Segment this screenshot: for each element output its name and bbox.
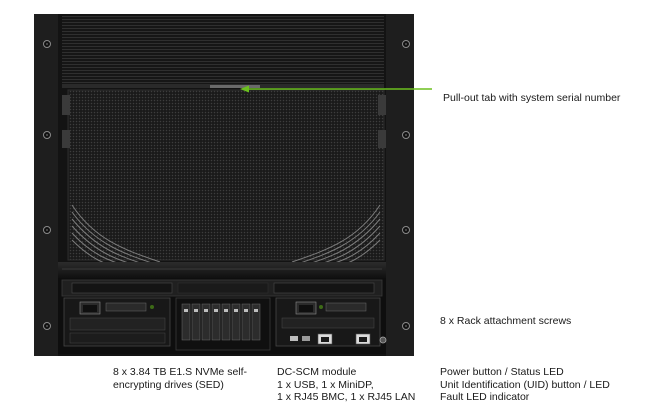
buttons-callout-line-3: Fault LED indicator <box>440 391 530 403</box>
rack-screw-icon <box>43 322 51 330</box>
perforated-front-door <box>68 90 384 260</box>
top-vent <box>62 16 384 84</box>
dcscm-callout: DC-SCM module 1 x USB, 1 x MiniDP, 1 x R… <box>277 366 415 404</box>
buttons-callout-line-1: Power button / Status LED <box>440 366 564 378</box>
drives-callout-line-1: 8 x 3.84 TB E1.S NVMe self- <box>113 366 248 378</box>
rack-screw-icon <box>43 40 51 48</box>
drives-callout-line-2: encrypting drives (SED) <box>113 378 224 391</box>
dcscm-callout-line-3: 1 x RJ45 BMC, 1 x RJ45 LAN <box>277 391 416 403</box>
power-button-icon <box>379 336 387 344</box>
dcscm-callout-line-1: DC-SCM module <box>277 366 357 378</box>
dcscm-callout-line-2: 1 x USB, 1 x MiniDP, <box>277 378 374 391</box>
rack-screw-icon <box>402 226 410 234</box>
rack-screw-icon <box>402 131 410 139</box>
rack-ear-left <box>34 14 60 356</box>
rack-screw-icon <box>43 131 51 139</box>
rack-screw-icon <box>402 40 410 48</box>
buttons-callout-line-2: Unit Identification (UID) button / LED <box>440 378 610 391</box>
rack-screw-icon <box>43 226 51 234</box>
rack-screws-callout: 8 x Rack attachment screws <box>440 315 572 327</box>
dcscm-module <box>275 297 381 347</box>
rack-ear-right <box>384 14 414 356</box>
e1s-drive-array <box>175 297 271 351</box>
serial-tab-callout: Pull-out tab with system serial number <box>443 92 621 104</box>
drive-bay-left <box>63 297 171 347</box>
buttons-callout: Power button / Status LED Unit Identific… <box>440 366 610 404</box>
rack-screw-icon <box>402 322 410 330</box>
serial-tab <box>210 85 260 88</box>
drives-callout: 8 x 3.84 TB E1.S NVMe self- encrypting d… <box>113 366 247 391</box>
